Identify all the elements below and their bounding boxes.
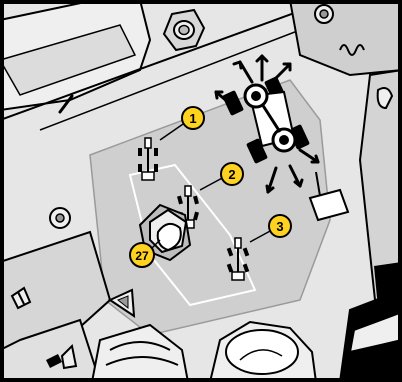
round-indicator-icon (50, 208, 70, 228)
callout-label: 3 (276, 219, 283, 234)
round-indicator-icon (315, 5, 333, 23)
callout-label: 2 (228, 167, 235, 182)
callout-label: 1 (189, 111, 196, 126)
callout-label: 27 (135, 249, 149, 263)
right-dark-bracket (374, 262, 402, 310)
